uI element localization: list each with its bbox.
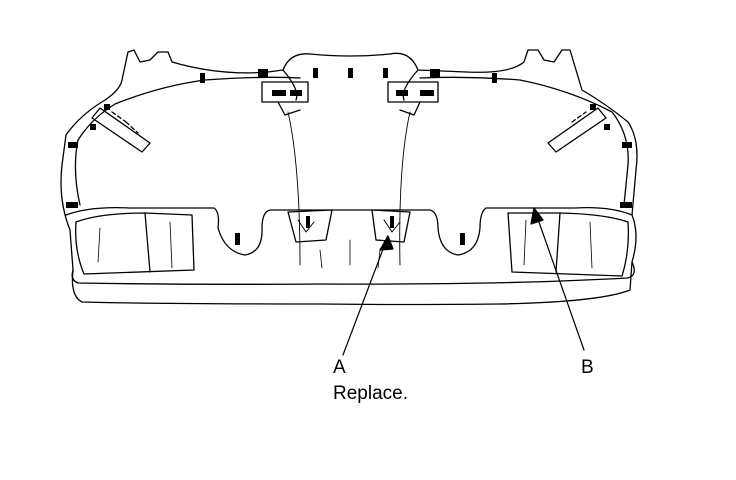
- left-bolster: [75, 212, 195, 275]
- callout-a-leader: [342, 235, 389, 356]
- right-trim-strip: [547, 107, 607, 153]
- seam-line-right: [399, 111, 411, 266]
- callout-b-leader: [533, 207, 585, 351]
- clip-left: [287, 209, 333, 243]
- clip-right: [371, 209, 411, 243]
- callout-b-arrowhead: [530, 207, 544, 225]
- front-lip-band: [71, 261, 635, 285]
- cushion-outline: [60, 49, 638, 306]
- clip-markers: [66, 68, 632, 245]
- callout-a-arrowhead: [379, 235, 394, 251]
- right-bolster: [507, 212, 630, 277]
- callout-b-letter: B: [581, 357, 594, 378]
- seat-lower-profile: [65, 207, 633, 256]
- right-guide-bracket: [387, 81, 439, 103]
- callout-a-letter: A: [333, 357, 346, 378]
- callout-a-note: Replace.: [333, 383, 408, 404]
- left-trim-strip: [91, 107, 151, 153]
- left-guide-bracket: [261, 81, 309, 103]
- cushion-inner-edge: [74, 76, 629, 206]
- seam-line-left: [287, 111, 301, 266]
